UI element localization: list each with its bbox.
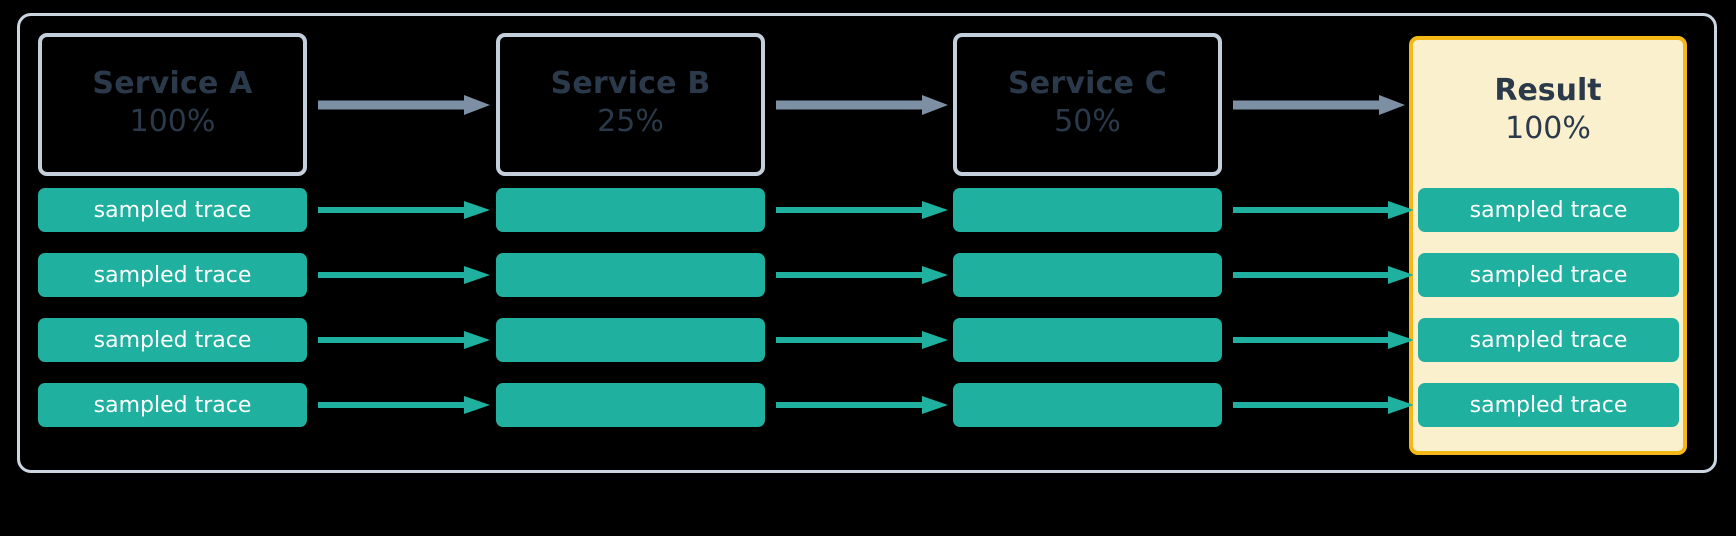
trace-bar[interactable]: sampled trace [1418,188,1679,232]
arrow-right-icon-trace-r2-b [776,266,948,284]
arrow-right-icon-trace-r1-c [1233,201,1414,219]
service-b-percent: 25% [597,103,664,139]
trace-bar[interactable] [953,318,1222,362]
arrow-right-icon-service-a-to-b [318,95,490,115]
trace-bar-label: sampled trace [93,327,252,353]
arrow-right-icon-trace-r1-b [776,201,948,219]
service-box-service-b[interactable]: Service B 25% [496,33,765,176]
service-box-service-c[interactable]: Service C 50% [953,33,1222,176]
arrow-right-icon-trace-r2-c [1233,266,1414,284]
trace-bar[interactable]: sampled trace [1418,383,1679,427]
trace-bar-label: sampled trace [93,262,252,288]
arrow-right-icon-trace-r4-a [318,396,490,414]
arrow-right-icon-trace-r4-b [776,396,948,414]
arrow-right-icon-trace-r2-a [318,266,490,284]
arrow-right-icon-trace-r3-a [318,331,490,349]
trace-bar-label: sampled trace [1469,197,1628,223]
service-b-title: Service B [550,66,711,101]
service-c-percent: 50% [1054,103,1121,139]
arrow-right-icon-service-c-to-result [1233,95,1405,115]
arrow-right-icon-trace-r3-c [1233,331,1414,349]
arrow-right-icon-trace-r3-b [776,331,948,349]
trace-bar[interactable] [496,318,765,362]
arrow-right-icon-trace-r1-a [318,201,490,219]
trace-bar[interactable] [496,383,765,427]
trace-bar[interactable] [953,253,1222,297]
arrow-right-icon-trace-r4-c [1233,396,1414,414]
result-percent: 100% [1505,110,1591,146]
service-box-service-a[interactable]: Service A 100% [38,33,307,176]
trace-bar[interactable]: sampled trace [38,188,307,232]
service-c-title: Service C [1008,66,1167,101]
trace-bar-label: sampled trace [93,197,252,223]
trace-bar-label: sampled trace [1469,327,1628,353]
trace-bar[interactable]: sampled trace [1418,253,1679,297]
result-header: Result 100% [1413,40,1683,183]
trace-bar-label: sampled trace [93,392,252,418]
result-title: Result [1494,73,1602,108]
trace-bar[interactable] [496,188,765,232]
service-a-title: Service A [92,66,253,101]
trace-bar[interactable] [953,383,1222,427]
trace-bar[interactable]: sampled trace [38,383,307,427]
arrow-right-icon-service-b-to-c [776,95,948,115]
trace-bar[interactable]: sampled trace [38,318,307,362]
trace-bar-label: sampled trace [1469,262,1628,288]
trace-bar[interactable]: sampled trace [1418,318,1679,362]
diagram-outer-frame [17,13,1717,473]
trace-bar-label: sampled trace [1469,392,1628,418]
service-a-percent: 100% [129,103,216,139]
trace-bar[interactable] [496,253,765,297]
trace-bar[interactable]: sampled trace [38,253,307,297]
trace-bar[interactable] [953,188,1222,232]
